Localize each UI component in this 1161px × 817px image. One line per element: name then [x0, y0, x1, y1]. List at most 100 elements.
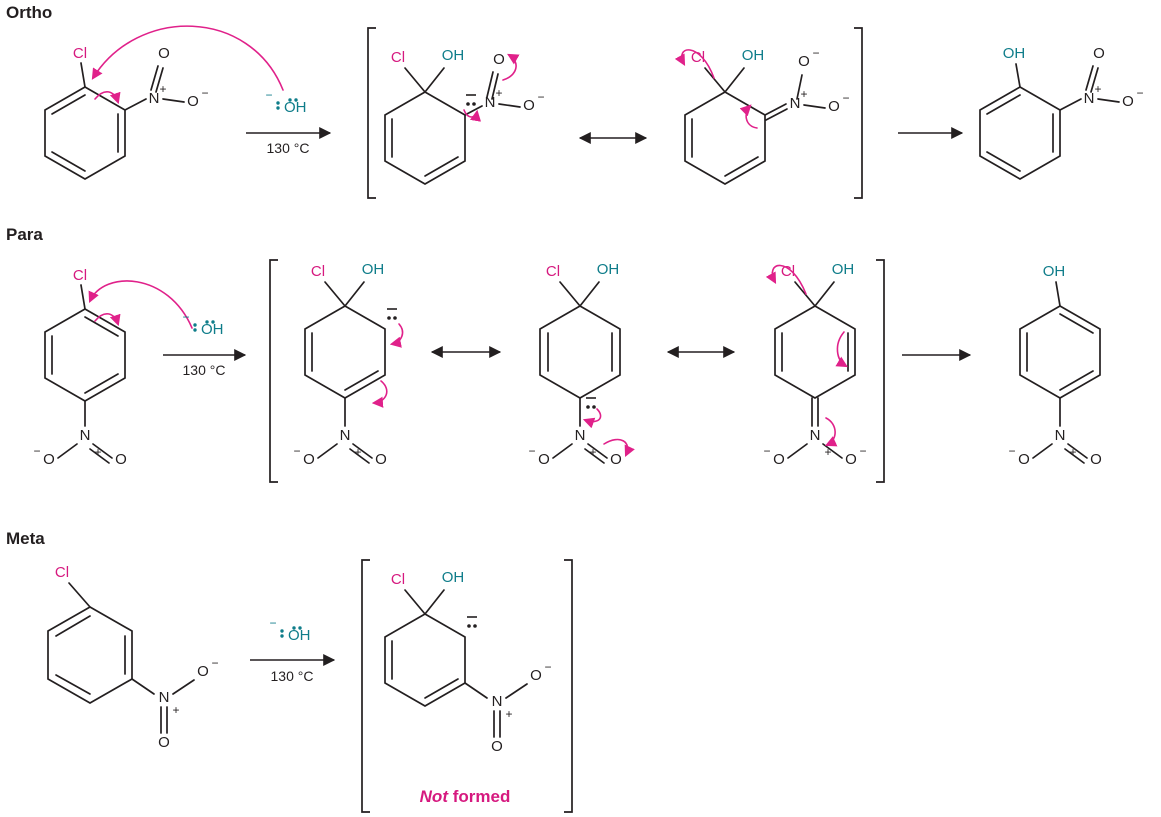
bond: [1059, 98, 1082, 111]
lone-pair-dot: [387, 316, 391, 320]
o-label: O: [523, 97, 535, 114]
lone-pair-dot: [586, 405, 590, 409]
o-label: O: [158, 734, 170, 751]
curved-arrow-carbanion: [389, 323, 404, 348]
ortho-intermediate-1: Cl OH N + O O −: [384, 47, 545, 185]
lone-pair-dot: [393, 316, 397, 320]
plus-charge: +: [1094, 82, 1101, 96]
bond: [80, 62, 86, 88]
cl-label: Cl: [73, 267, 87, 284]
lone-pair-dot: [467, 624, 471, 628]
o-label: O: [1090, 451, 1102, 468]
oh-label: OH: [362, 261, 385, 278]
curved-arrow-cl-leaving: [765, 264, 807, 295]
n-label: N: [159, 689, 170, 706]
bond: [724, 67, 745, 93]
curved-arrow-attack: [88, 280, 193, 329]
minus-charge: −: [211, 656, 218, 670]
double-bond: [352, 443, 373, 459]
double-bond: [155, 67, 164, 93]
double-bond: [1059, 313, 1094, 334]
ring: [304, 305, 386, 399]
meta-reactant: Cl N + O − O: [47, 564, 219, 751]
plus-charge: +: [1069, 445, 1076, 459]
double-bond: [84, 316, 119, 337]
bond: [57, 443, 78, 459]
curved-arrow-ring: [739, 104, 758, 129]
cl-label: Cl: [391, 49, 405, 66]
minus-charge: −: [544, 660, 551, 674]
double-bond: [84, 373, 119, 394]
bond: [131, 678, 155, 695]
n-label: N: [1055, 427, 1066, 444]
curved-arrow-no2: [502, 53, 520, 81]
bond: [704, 67, 726, 93]
n-label: N: [340, 427, 351, 444]
bond: [814, 281, 835, 307]
double-bond: [55, 615, 91, 637]
ring: [539, 305, 621, 399]
para-reaction-conditions: 130 °C: [163, 310, 247, 378]
o-label: O: [115, 451, 127, 468]
left-bracket: [269, 259, 278, 483]
o-label: O: [303, 451, 315, 468]
minus-charge: −: [201, 86, 208, 100]
bond: [124, 98, 147, 111]
curved-arrow-carbanion: [582, 408, 602, 429]
benzene-ring: [44, 308, 126, 402]
section-title: Ortho: [6, 3, 52, 22]
left-bracket: [367, 27, 376, 199]
section-para: Para Cl N + O − O 130 °C Cl OH: [6, 225, 1102, 483]
n-label: N: [1084, 90, 1095, 107]
double-bond: [150, 65, 159, 91]
minus-charge: −: [763, 444, 770, 458]
o-label: O: [798, 53, 810, 70]
bond: [787, 443, 808, 459]
bond: [80, 284, 86, 310]
double-bond: [491, 73, 499, 100]
plus-charge: +: [172, 703, 179, 717]
hydroxide-reagent-use: [265, 88, 307, 116]
double-bond: [1085, 65, 1094, 91]
double-bond: [587, 443, 608, 459]
double-bond: [986, 151, 1021, 172]
curved-arrow-carbanion: [463, 109, 482, 122]
para-reactant: Cl N + O − O: [33, 267, 193, 468]
minus-charge: −: [1008, 444, 1015, 458]
ring: [684, 91, 766, 185]
not-formed-italic: Not: [420, 787, 450, 806]
o-label: O: [610, 451, 622, 468]
double-bond: [1090, 67, 1099, 93]
minus-charge: −: [842, 91, 849, 105]
double-bond: [986, 94, 1021, 115]
curved-arrow-no2: [603, 438, 635, 458]
minus-charge: −: [293, 444, 300, 458]
section-title: Para: [6, 225, 43, 244]
benzene-ring: [979, 86, 1061, 180]
bond: [1097, 98, 1120, 103]
not-formed-rest: formed: [448, 787, 510, 806]
curved-arrow-ring: [94, 91, 121, 105]
curved-arrow-attack: [91, 25, 284, 91]
o-label: O: [773, 451, 785, 468]
minus-charge: −: [812, 46, 819, 60]
n-label: N: [575, 427, 586, 444]
double-bond: [51, 94, 86, 115]
bond: [404, 589, 426, 615]
ortho-product: OH N + O O −: [979, 45, 1144, 180]
minus-charge: −: [859, 444, 866, 458]
o-label: O: [1018, 451, 1030, 468]
curved-arrow-ring: [371, 380, 388, 408]
o-label: O: [845, 451, 857, 468]
n-label: N: [790, 95, 801, 112]
bond: [464, 682, 488, 699]
double-bond: [51, 151, 86, 172]
cl-label: Cl: [55, 564, 69, 581]
bond: [1055, 281, 1061, 307]
double-bond: [424, 678, 459, 699]
double-bond: [1059, 370, 1094, 391]
bond: [344, 281, 365, 307]
o-label: O: [530, 667, 542, 684]
bond: [324, 281, 346, 307]
